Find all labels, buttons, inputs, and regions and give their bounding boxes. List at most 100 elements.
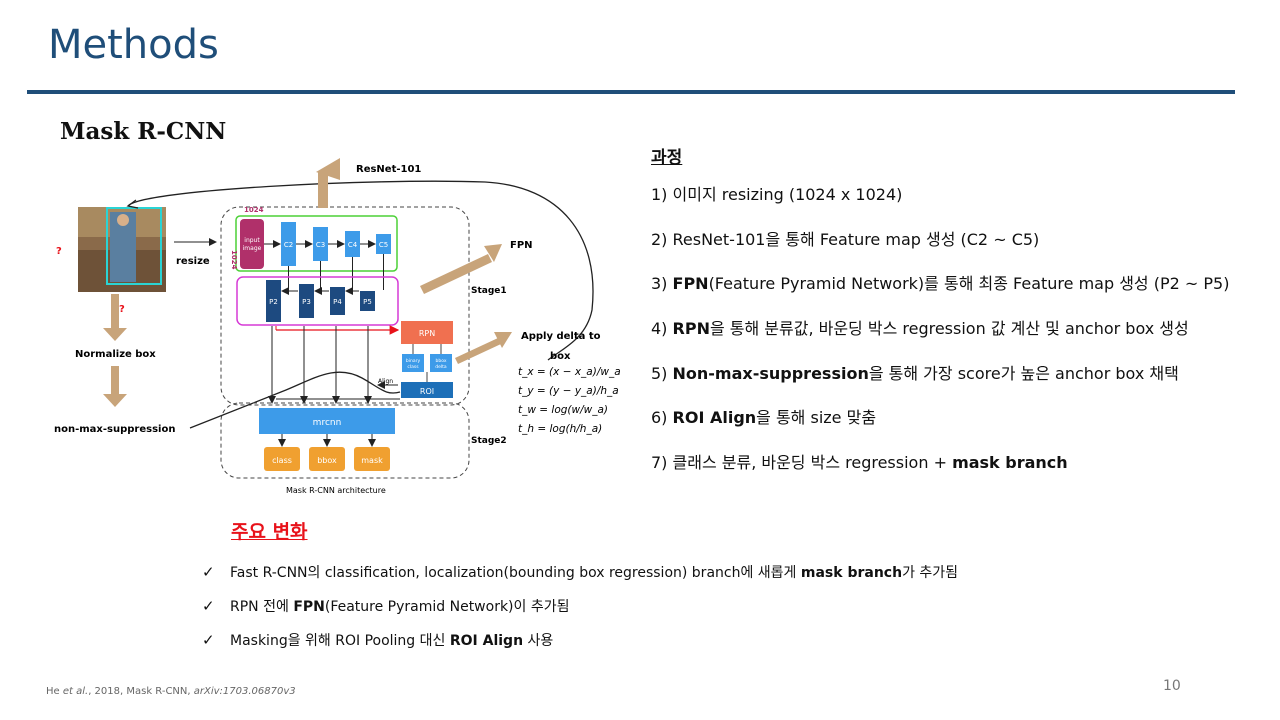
- process-step-keyword: RPN: [673, 319, 710, 338]
- process-step: 1) 이미지 resizing (1024 x 1024): [651, 185, 1271, 230]
- p-label-p4: P4: [333, 298, 342, 306]
- stage1-label: Stage1: [471, 286, 507, 296]
- apply-delta-label-2: box: [550, 351, 571, 362]
- process-step-text: 을 통해 가장 score가 높은 anchor box 채택: [869, 364, 1179, 383]
- process-step-keyword: mask branch: [952, 453, 1068, 472]
- process-step: 4) RPN을 통해 분류값, 바운딩 박스 regression 값 계산 및…: [651, 319, 1271, 364]
- normalize-box-label: Normalize box: [75, 349, 156, 360]
- diagram-caption: Mask R-CNN architecture: [286, 486, 386, 495]
- delta-formulas: t_x = (x − x_a)/w_a t_y = (y − y_a)/h_a t_…: [518, 366, 621, 435]
- bbox-delta-label-2: delta: [435, 364, 447, 370]
- stage2-label: Stage2: [471, 436, 507, 446]
- title-divider: [27, 90, 1235, 94]
- key-change-text: Masking을 위해 ROI Pooling 대신: [230, 633, 450, 649]
- key-changes-list: ✓Fast R-CNN의 classification, localizatio…: [202, 562, 958, 664]
- process-step: 5) Non-max-suppression을 통해 가장 score가 높은 …: [651, 364, 1271, 409]
- process-step-text: 5): [651, 364, 673, 383]
- slide-title: Methods: [48, 22, 219, 68]
- key-change-text: RPN 전에: [230, 599, 293, 615]
- mask-rcnn-architecture-diagram: ? ? Normalize box non-max-suppression re…: [40, 150, 640, 500]
- formula-2: t_y = (y − y_a)/h_a: [518, 385, 619, 397]
- question-mark-left: ?: [56, 246, 62, 257]
- process-step-text: 7) 클래스 분류, 바운딩 박스 regression +: [651, 453, 952, 472]
- binary-label-2: class: [407, 364, 419, 370]
- process-step-text: (Feature Pyramid Network)를 통해 최종 Feature…: [709, 274, 1230, 293]
- key-change-keyword: FPN: [293, 599, 325, 615]
- citation-author: He: [46, 686, 63, 697]
- page-number: 10: [1163, 678, 1181, 694]
- input-image-block: [240, 219, 264, 269]
- process-step-keyword: ROI Align: [673, 408, 757, 427]
- process-step-keyword: Non-max-suppression: [673, 364, 869, 383]
- citation-footer: He et al., 2018, Mask R-CNN, arXiv:1703.…: [46, 686, 296, 697]
- process-step-keyword: FPN: [673, 274, 709, 293]
- nms-arrow: [103, 366, 127, 407]
- key-changes-heading: 주요 변화: [231, 517, 308, 544]
- key-change-text: (Feature Pyramid Network)이 추가됨: [325, 599, 570, 615]
- key-change-text: Fast R-CNN의 classification, localization…: [230, 565, 801, 581]
- resize-label: resize: [176, 256, 210, 267]
- key-change-item: ✓RPN 전에 FPN(Feature Pyramid Network)이 추가…: [202, 596, 958, 630]
- key-change-item: ✓Fast R-CNN의 classification, localizatio…: [202, 562, 958, 596]
- input-photo: [78, 207, 166, 292]
- process-step-text: 6): [651, 408, 673, 427]
- checkmark-icon: ✓: [202, 562, 230, 582]
- key-change-keyword: mask branch: [801, 565, 902, 581]
- process-step-text: 1) 이미지 resizing (1024 x 1024): [651, 185, 902, 204]
- resnet-label: ResNet-101: [356, 164, 421, 175]
- process-step: 3) FPN(Feature Pyramid Network)를 통해 최종 F…: [651, 274, 1271, 319]
- input-label-1: input: [244, 237, 260, 244]
- key-change-keyword: ROI Align: [450, 633, 523, 649]
- process-step: 2) ResNet-101을 통해 Feature map 생성 (C2 ~ C…: [651, 230, 1271, 275]
- mrcnn-label: mrcnn: [313, 418, 342, 428]
- rpn-lines: [276, 326, 398, 330]
- process-steps-panel: 과정 1) 이미지 resizing (1024 x 1024) 2) ResNe…: [651, 143, 1271, 498]
- p-label-p2: P2: [269, 298, 278, 306]
- process-step-text: 4): [651, 319, 673, 338]
- size-label-side: 1024: [230, 250, 238, 270]
- apply-delta-label-1: Apply delta to: [521, 331, 601, 342]
- key-change-item: ✓Masking을 위해 ROI Pooling 대신 ROI Align 사용: [202, 630, 958, 664]
- checkmark-icon: ✓: [202, 596, 230, 616]
- citation-etal: et al.: [63, 686, 88, 697]
- c-label-c4: C4: [348, 241, 358, 249]
- rpn-label: RPN: [419, 329, 435, 338]
- key-change-text: 가 추가됨: [902, 565, 958, 581]
- process-step-text: 을 통해 분류값, 바운딩 박스 regression 값 계산 및 ancho…: [710, 319, 1189, 338]
- binary-label-1: binary: [406, 358, 421, 364]
- nms-label: non-max-suppression: [54, 424, 175, 435]
- align-label: Align: [378, 378, 393, 385]
- formula-1: t_x = (x − x_a)/w_a: [518, 366, 621, 378]
- checkmark-icon: ✓: [202, 630, 230, 650]
- process-heading: 과정: [651, 143, 1271, 168]
- formula-3: t_w = log(w/w_a): [518, 404, 608, 416]
- head-block-group: class bbox mask: [264, 434, 390, 471]
- p-label-p5: P5: [363, 298, 372, 306]
- fpn-label: FPN: [510, 240, 533, 251]
- process-step: 6) ROI Align을 통해 size 맞춤: [651, 408, 1271, 453]
- process-step: 7) 클래스 분류, 바운딩 박스 regression + mask bran…: [651, 453, 1271, 498]
- key-change-text: 사용: [523, 633, 553, 649]
- process-steps-list: 1) 이미지 resizing (1024 x 1024) 2) ResNet-1…: [651, 185, 1271, 498]
- process-step-text: 3): [651, 274, 673, 293]
- head-label-bbox: bbox: [317, 456, 337, 465]
- c-block-group: C2 C3 C4 C5: [264, 222, 391, 290]
- apply-delta-arrow: [455, 332, 512, 364]
- p-to-mrcnn-lines: [272, 326, 400, 403]
- process-step-text: 2) ResNet-101을 통해 Feature map 생성 (C2 ~ C…: [651, 230, 1039, 249]
- head-label-class: class: [272, 456, 292, 465]
- c-label-c3: C3: [316, 241, 325, 249]
- p-label-p3: P3: [302, 298, 311, 306]
- normalize-arrow: [103, 294, 127, 341]
- c-label-c5: C5: [379, 241, 388, 249]
- bbox-delta-label-1: bbox: [436, 358, 447, 364]
- process-step-text: 을 통해 size 맞춤: [756, 408, 876, 427]
- question-mark-bottom: ?: [119, 304, 125, 315]
- input-label-2: image: [243, 245, 262, 252]
- citation-title: , 2018, Mask R-CNN,: [88, 686, 194, 697]
- citation-arxiv: arXiv:1703.06870v3: [194, 686, 296, 697]
- c-label-c2: C2: [284, 241, 293, 249]
- head-label-mask: mask: [361, 456, 383, 465]
- diagram-title: Mask R-CNN: [60, 118, 226, 145]
- size-label-top: 1024: [244, 206, 264, 214]
